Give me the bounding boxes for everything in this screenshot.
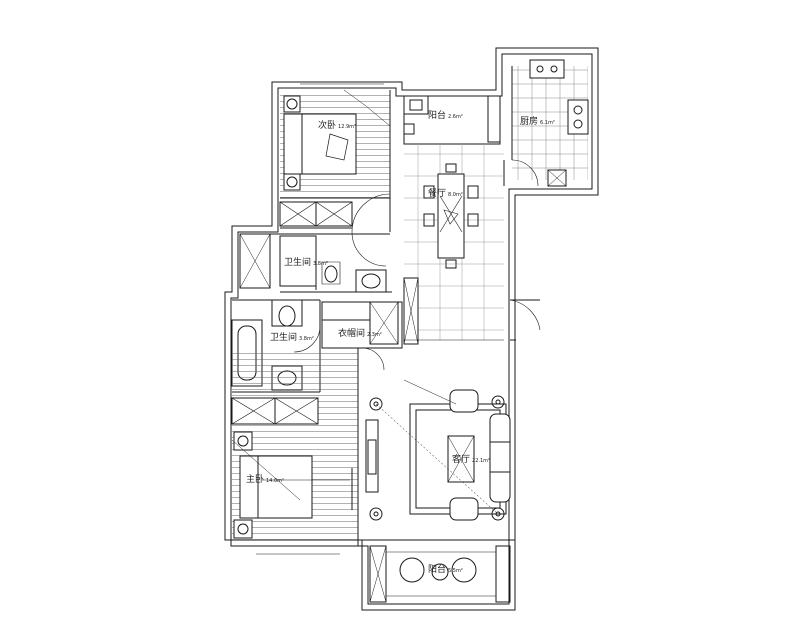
room-name: 次卧	[318, 121, 337, 131]
bedroom-upper	[279, 83, 391, 233]
room-name: 主卧	[246, 475, 265, 485]
room-area: 22.1m²	[472, 458, 491, 464]
room-area: 6.1m²	[540, 120, 555, 126]
room-name: 衣帽间	[338, 329, 366, 339]
room-area: 14.6m²	[266, 478, 285, 484]
room-area: 8.0m²	[448, 192, 463, 198]
room-name: 卫生间	[270, 333, 298, 343]
room-area: 12.9m²	[338, 124, 357, 130]
room-name: 厨房	[520, 117, 539, 127]
room-name: 客厅	[452, 455, 471, 465]
cloakroom	[321, 301, 403, 371]
laundry-balcony	[403, 95, 501, 145]
living-room	[365, 339, 511, 521]
room-name: 阳台	[428, 565, 447, 575]
bedroom-lower	[231, 348, 359, 555]
room-name: 阳台	[428, 111, 447, 121]
room-area: 3.8m²	[299, 336, 314, 342]
kitchen	[503, 59, 589, 187]
bathroom-upper	[239, 231, 392, 293]
room-area: 2.6m²	[448, 114, 463, 120]
room-area: 5.5m²	[448, 568, 463, 574]
room-area: 3.8m²	[313, 261, 328, 267]
corridor	[403, 264, 541, 345]
room-area: 2.3m²	[367, 332, 382, 338]
dining-room	[404, 144, 504, 269]
south-balcony	[362, 539, 515, 603]
room-name: 卫生间	[284, 258, 312, 268]
room-name: 餐厅	[428, 189, 447, 199]
